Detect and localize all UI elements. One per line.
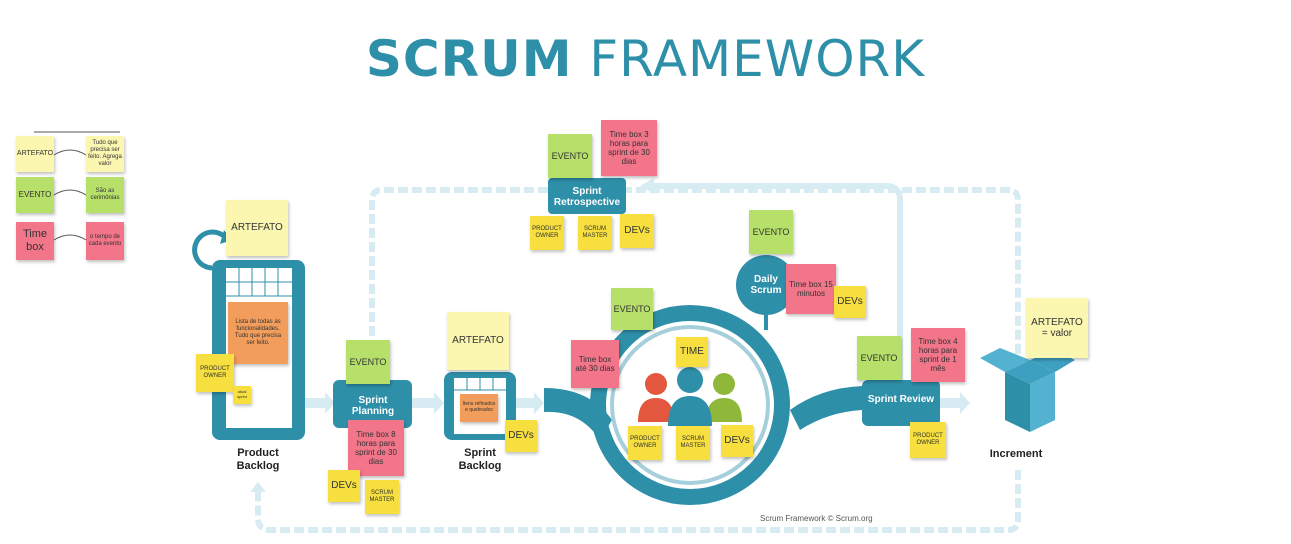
team-people-icon (638, 367, 742, 426)
credit-text: Scrum Framework © Scrum.org (760, 514, 873, 523)
sprint-planning-devs-note: DEVs (328, 470, 360, 502)
sprint-planning-box (333, 380, 412, 428)
sprint-review-label: Sprint Review (867, 394, 935, 405)
inner-loop-arrowhead (640, 178, 654, 194)
sprint-planning-scrum-master-note: SCRUM MASTER (365, 480, 399, 514)
sprint-evento-note: EVENTO (611, 288, 653, 330)
title-rest: FRAMEWORK (572, 30, 926, 88)
current-sprint-note: atual sprint (233, 386, 251, 404)
daily-scrum-devs-note: DEVs (834, 286, 866, 318)
product-owner-note: PRODUCT OWNER (196, 354, 234, 392)
legend-timebox-note: Time box (16, 222, 54, 260)
sprint-review-box (862, 380, 940, 426)
page-title: SCRUM FRAMEWORK (0, 30, 1291, 88)
refresh-arrow (192, 229, 228, 271)
sprint-retrospective-devs-note: DEVs (620, 214, 654, 248)
increment-artefato-note: ARTEFATO = valor (1026, 298, 1088, 358)
sprint-retrospective-evento-note: EVENTO (548, 134, 592, 178)
sprint-retrospective-owner-note: PRODUCT OWNER (530, 216, 564, 250)
increment-box-icon (980, 348, 1075, 432)
inner-loop (650, 183, 903, 395)
legend-evento-note: EVENTO (16, 177, 54, 213)
sprint-planning-timebox-note: Time box 8 horas para sprint de 30 dias (348, 420, 404, 476)
sprint-owner-note: PRODUCT OWNER (628, 426, 662, 460)
sprint-backlog-devs-note: DEVs (505, 420, 537, 452)
sprint-retrospective-scrum-master-note: SCRUM MASTER (578, 216, 612, 250)
legend-timebox-desc: o tempo de cada evento (86, 222, 124, 260)
sprint-backlog-items-note: Itens refinados e quebrados (460, 394, 498, 422)
product-backlog-desc-note: Lista de todas as funcionalidades. Tudo … (228, 302, 288, 364)
sprint-planning-label: Sprint Planning (351, 395, 395, 417)
sprint-exit-swoosh (790, 386, 862, 430)
title-bold: SCRUM (365, 30, 573, 88)
sprint-scrum-master-note: SCRUM MASTER (676, 426, 710, 460)
sprint-cycle-circle (590, 305, 790, 505)
team-note: TIME (676, 337, 708, 367)
daily-scrum-timebox-note: Time box 15 minutos (786, 264, 836, 314)
legend-artefato-note: ARTEFATO (16, 136, 54, 172)
increment-label: Increment (989, 448, 1043, 460)
sprint-retrospective-timebox-note: Time box 3 horas para sprint de 30 dias (601, 120, 657, 176)
sprint-review-evento-note: EVENTO (857, 336, 901, 380)
sprint-review-timebox-note: Time box 4 horas para sprint de 1 mês (911, 328, 965, 382)
return-loop (255, 187, 1021, 533)
sprint-devs-note: DEVs (721, 425, 753, 457)
product-backlog-artefato-note: ARTEFATO (226, 200, 288, 256)
return-arrow-head (250, 482, 266, 492)
sprint-review-owner-note: PRODUCT OWNER (910, 422, 946, 458)
sprint-backlog-artefato-note: ARTEFATO (447, 312, 509, 370)
sprint-backlog-label: Sprint Backlog (458, 447, 502, 472)
sprint-timebox-note: Time box até 30 dias (571, 340, 619, 388)
product-backlog-label: Product Backlog (236, 447, 280, 472)
daily-scrum-circle (736, 255, 796, 315)
sprint-retrospective-label: Sprint Retrospective (553, 186, 621, 208)
sprint-planning-evento-note: EVENTO (346, 340, 390, 384)
daily-scrum-label: Daily Scrum (750, 274, 782, 296)
legend-evento-desc: São as cerimônias (86, 177, 124, 213)
legend-artefato-desc: Tudo que precisa ser feito. Agrega valor (86, 136, 124, 172)
sprint-retrospective-box (548, 178, 626, 214)
legend-connectors (34, 131, 120, 241)
daily-scrum-evento-note: EVENTO (749, 210, 793, 254)
